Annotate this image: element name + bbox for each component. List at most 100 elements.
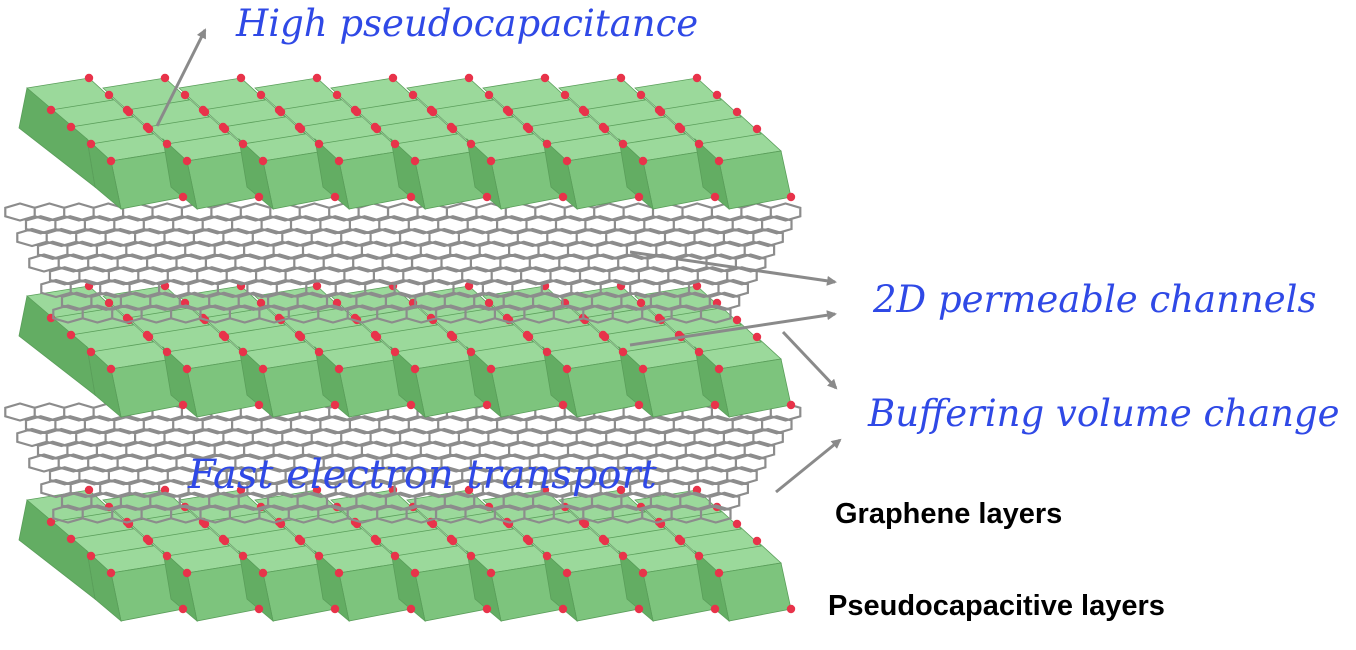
arrow-buffering-volume (781, 330, 838, 390)
oxygen-atom (86, 551, 96, 561)
octahedron-side-face (618, 137, 654, 211)
octahedron-side-face (390, 345, 426, 419)
oxygen-atom (178, 604, 188, 614)
oxygen-atom (562, 364, 572, 374)
octahedron-top-face (558, 77, 646, 111)
oxygen-atom (104, 90, 114, 100)
octahedron-side-face (238, 345, 274, 419)
oxygen-atom (104, 298, 114, 308)
oxygen-atom (562, 568, 572, 578)
oxygen-atom (106, 364, 116, 374)
oxygen-atom (390, 139, 400, 149)
oxygen-atom (180, 90, 190, 100)
oxygen-atom (162, 139, 172, 149)
octahedron-side-face (618, 549, 654, 623)
oxygen-atom (294, 330, 304, 340)
oxygen-atom (634, 400, 644, 410)
fast-electron-transport-label: Fast electron transport (188, 452, 657, 498)
octahedron-side-face (466, 345, 502, 419)
oxygen-atom (598, 122, 608, 132)
arrow-permeable-channel-1 (629, 250, 837, 286)
octahedron-side-face (618, 345, 654, 419)
oxygen-atom (314, 139, 324, 149)
oxygen-atom (330, 400, 340, 410)
oxygen-atom (182, 156, 192, 166)
octahedron-side-face (466, 137, 502, 211)
oxygen-atom (618, 347, 628, 357)
oxygen-atom (258, 568, 268, 578)
octahedron-front-face (718, 562, 792, 622)
oxygen-atom (618, 139, 628, 149)
oxygen-atom (466, 139, 476, 149)
oxygen-atom (482, 400, 492, 410)
octahedron-front-face (718, 150, 792, 210)
layer-edge-face (18, 295, 96, 396)
oxygen-atom (314, 551, 324, 561)
oxygen-atom (786, 604, 796, 614)
oxygen-atom (786, 192, 796, 202)
oxygen-atom (466, 347, 476, 357)
oxygen-atom (256, 90, 266, 100)
oxygen-atom (484, 90, 494, 100)
oxygen-atom (712, 90, 722, 100)
oxygen-atom (752, 332, 762, 342)
oxygen-atom (752, 536, 762, 546)
oxygen-atom (426, 105, 436, 115)
oxygen-atom (294, 534, 304, 544)
oxygen-atom (178, 400, 188, 410)
oxygen-atom (710, 400, 720, 410)
oxygen-atom (122, 105, 132, 115)
oxygen-atom (732, 519, 742, 529)
oxygen-atom (178, 192, 188, 202)
oxygen-atom (578, 105, 588, 115)
oxygen-atom (752, 124, 762, 134)
pseudocapacitive-layer-top (18, 73, 796, 211)
octahedron-side-face (694, 137, 730, 211)
oxygen-atom (254, 192, 264, 202)
oxygen-atom (410, 568, 420, 578)
oxygen-atom (522, 122, 532, 132)
oxygen-atom (464, 281, 474, 291)
oxygen-atom (714, 156, 724, 166)
octahedron-side-face (390, 137, 426, 211)
oxygen-atom (486, 156, 496, 166)
oxygen-atom (46, 517, 56, 527)
oxygen-atom (406, 400, 416, 410)
oxygen-atom (540, 73, 550, 83)
octahedron-side-face (542, 345, 578, 419)
pseudocapacitive-layers-label: Pseudocapacitive layers (828, 590, 1165, 622)
oxygen-atom (636, 298, 646, 308)
oxygen-atom (654, 313, 664, 323)
oxygen-atom (616, 73, 626, 83)
oxygen-atom (714, 364, 724, 374)
octahedron-side-face (314, 549, 350, 623)
octahedron-side-face (238, 137, 274, 211)
octahedron-side-face (466, 549, 502, 623)
oxygen-atom (142, 534, 152, 544)
oxygen-atom (370, 534, 380, 544)
oxygen-atom (482, 192, 492, 202)
oxygen-atom (334, 364, 344, 374)
oxygen-atom (370, 122, 380, 132)
permeable-channels-label: 2D permeable channels (873, 278, 1317, 321)
oxygen-atom (182, 568, 192, 578)
oxygen-atom (218, 534, 228, 544)
oxygen-atom (198, 105, 208, 115)
oxygen-atom (236, 485, 246, 495)
octahedron-top-face (254, 77, 342, 111)
octahedron-side-face (162, 549, 198, 623)
oxygen-atom (350, 105, 360, 115)
oxygen-atom (182, 364, 192, 374)
octahedron-top-face (330, 77, 418, 111)
oxygen-atom (446, 534, 456, 544)
oxygen-atom (446, 122, 456, 132)
oxygen-atom (66, 122, 76, 132)
octahedron-side-face (162, 345, 198, 419)
oxygen-atom (258, 156, 268, 166)
octahedron-side-face (694, 549, 730, 623)
oxygen-atom (634, 604, 644, 614)
oxygen-atom (562, 156, 572, 166)
oxygen-atom (142, 330, 152, 340)
octahedron-side-face (162, 137, 198, 211)
oxygen-atom (654, 105, 664, 115)
